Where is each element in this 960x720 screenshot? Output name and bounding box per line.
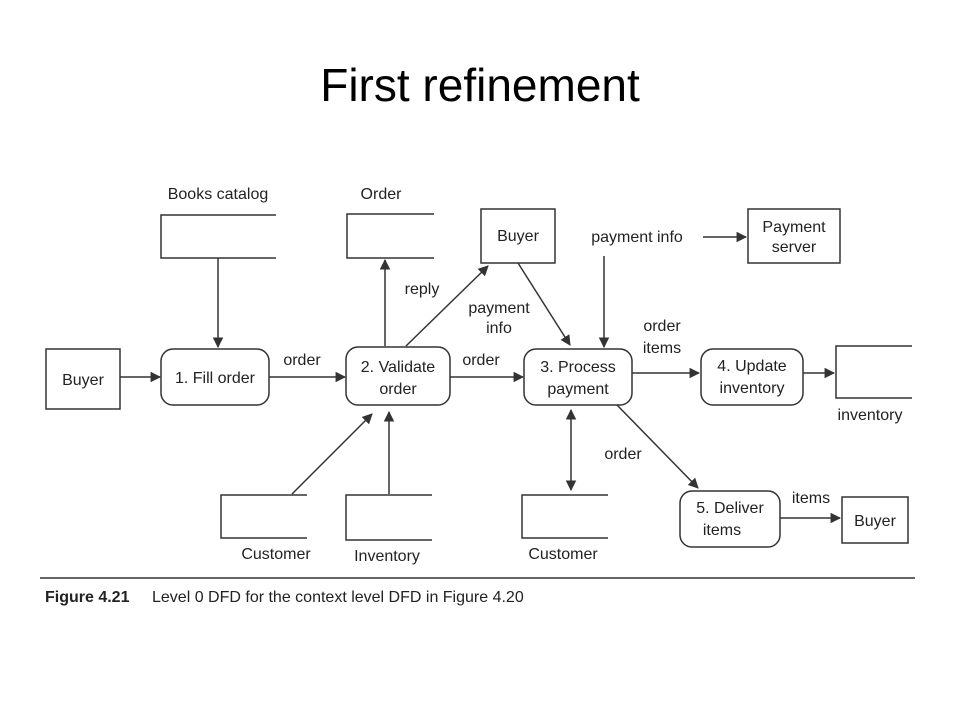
flow-label-order-2: order [462,352,500,369]
flow-label-payment-info-2: payment info [591,229,683,246]
store-customer-1-label: Customer [241,546,311,563]
process-deliver-items-label-1: 5. Deliver [696,500,764,517]
flow-label-order-items-2: items [643,340,681,357]
store-inventory-1[interactable]: Inventory [345,494,432,565]
entity-buyer-top[interactable]: Buyer [480,208,556,264]
caption-label: Figure 4.21 [45,589,130,606]
flow-label-payment-info-1b: info [486,320,512,337]
entity-buyer-left-label: Buyer [62,372,104,389]
store-customer-2-label: Customer [528,546,598,563]
store-order-label: Order [361,186,403,203]
flow-validate-to-buyer [405,265,489,347]
store-books-catalog-label: Books catalog [168,186,269,203]
process-process-payment-label-1: 3. Process [540,359,616,376]
store-customer-2[interactable]: Customer [521,494,608,563]
flow-buyer-to-process-payment [517,262,571,346]
process-fill-order-label: 1. Fill order [175,370,256,387]
store-books-catalog[interactable]: Books catalog [160,186,276,259]
flow-label-payment-info-1a: payment [468,300,530,317]
entity-buyer-left[interactable]: Buyer [45,348,121,410]
process-deliver-items-label-2: items [703,522,741,539]
process-process-payment-label-2: payment [547,381,609,398]
flow-label-order-3: order [604,446,642,463]
caption-text: Level 0 DFD for the context level DFD in… [152,589,524,606]
flow-process-to-deliver [616,404,699,489]
flow-customer-to-validate [291,413,373,495]
flow-label-order-1: order [283,352,321,369]
store-inventory-2[interactable]: inventory [835,345,912,424]
process-update-inventory-label-2: inventory [720,380,785,397]
process-update-inventory[interactable]: 4. Update inventory [700,348,804,406]
process-validate-order-label-2: order [379,381,417,398]
process-deliver-items[interactable]: 5. Deliver items [679,490,781,548]
flow-label-items: items [792,490,830,507]
process-fill-order[interactable]: 1. Fill order [160,348,270,406]
store-inventory-1-label: Inventory [354,548,420,565]
store-customer-1[interactable]: Customer [220,494,311,563]
flow-label-reply: reply [405,281,440,298]
process-validate-order-label-1: 2. Validate [361,359,436,376]
entity-buyer-right[interactable]: Buyer [841,496,909,544]
process-validate-order[interactable]: 2. Validate order [345,346,451,406]
store-order[interactable]: Order [346,186,434,259]
flow-label-order-items-1: order [643,318,681,335]
slide-title: First refinement [320,59,640,111]
entity-buyer-right-label: Buyer [854,513,896,530]
store-inventory-2-label: inventory [838,407,903,424]
entity-payment-server-label-1: Payment [762,219,826,236]
entity-payment-server[interactable]: Payment server [747,208,841,264]
process-process-payment[interactable]: 3. Process payment [523,348,633,406]
entity-buyer-top-label: Buyer [497,228,539,245]
entity-payment-server-label-2: server [772,239,817,256]
process-update-inventory-label-1: 4. Update [717,358,786,375]
